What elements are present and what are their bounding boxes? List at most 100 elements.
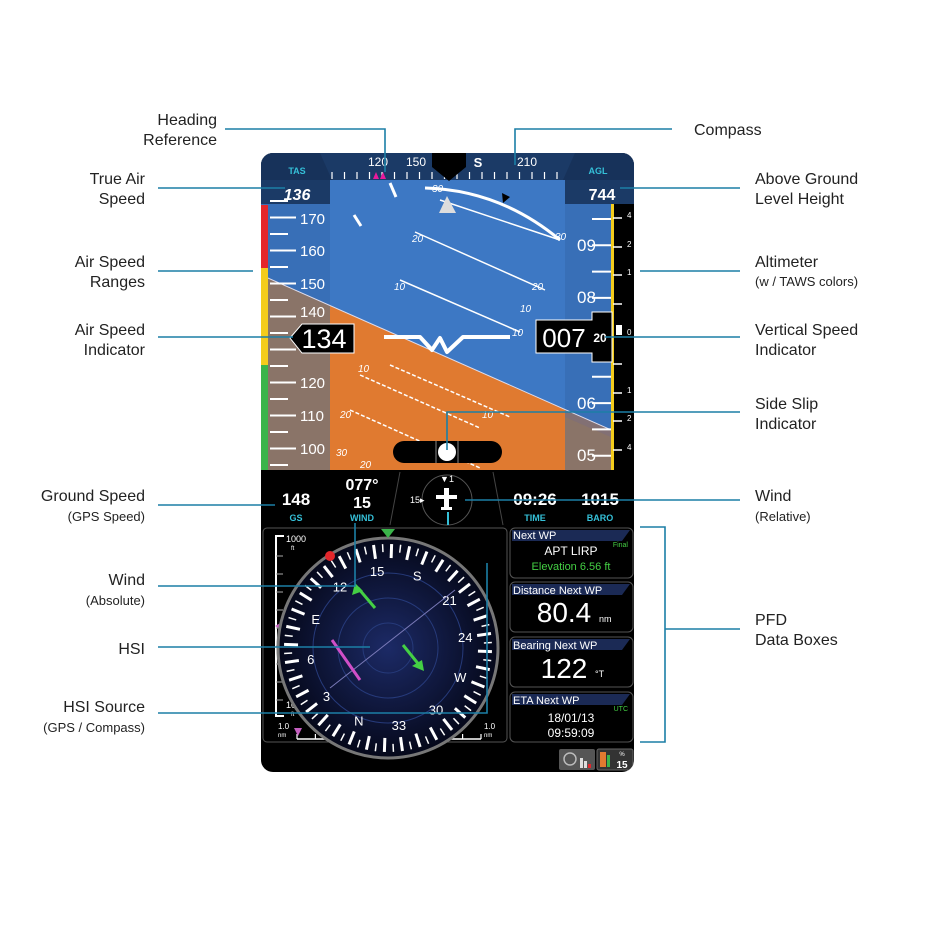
pitch-rung [359, 374, 481, 429]
compass-tick [291, 607, 306, 616]
box-title: Bearing Next WP [513, 640, 597, 652]
compass-tick [354, 548, 362, 563]
compass-tick [457, 582, 471, 594]
compass-tick [305, 702, 319, 714]
compass-tick [337, 555, 348, 570]
box-2: Bearing Next WP 122 °T [509, 636, 634, 688]
callout-altimeter: Altimeter [755, 254, 819, 271]
vsi-label: 2 [627, 240, 632, 249]
compass-label: 3 [323, 689, 330, 704]
altitude-sub-value: 20 [593, 331, 607, 345]
heading-label: 150 [406, 155, 426, 169]
compass-label: W [454, 670, 467, 685]
speed-label: 110 [300, 408, 324, 425]
compass-tick [442, 717, 454, 731]
slip-ball-icon [438, 443, 456, 461]
vsi-label: 2 [627, 414, 632, 423]
pitch-rung [439, 199, 561, 241]
compass-label: S [413, 569, 422, 584]
course-line [329, 589, 456, 689]
agl-value: 744 [589, 187, 616, 204]
callout-side-slip: Indicator [755, 416, 817, 433]
compass-tick [464, 705, 472, 712]
compass-tick [408, 741, 413, 750]
callout-hsi-source-sub: (GPS / Compass) [43, 720, 145, 735]
pitch-label: 10 [358, 364, 370, 375]
compass-tick [331, 723, 342, 737]
altitude-label: 09 [577, 236, 596, 255]
compass-tick [457, 576, 465, 584]
callout-ground-speed: Ground Speed [41, 488, 145, 505]
vsi-label: 4 [627, 443, 632, 452]
relative-wind-speed: 15▸ [410, 495, 425, 505]
callout-wind-absolute-sub: (Absolute) [86, 593, 145, 608]
scale-top-unit: ft [291, 546, 295, 552]
speed-tape [270, 200, 296, 466]
callout-wind-absolute: Wind [109, 572, 145, 589]
callout-hsi: HSI [118, 641, 145, 658]
vsi-label: 4 [627, 211, 632, 220]
pitch-label: 10 [512, 328, 524, 339]
range-right: 1.0 [484, 722, 496, 731]
callout-compass: Compass [694, 122, 762, 139]
battery-percent-sign: % [619, 752, 625, 758]
heading-bug-red-icon [325, 551, 335, 561]
compass-tick [463, 694, 477, 705]
callout-agl: Above Ground [755, 171, 858, 188]
pitch-label: 10 [482, 410, 494, 421]
compass-tick [300, 699, 308, 706]
heading-marker-icon [381, 529, 395, 538]
compass-tick [340, 733, 346, 742]
wind-arrow-icon [352, 583, 424, 671]
wind-direction: 077° [345, 477, 378, 494]
vsi-label: 0 [627, 328, 632, 337]
compass-tick [468, 590, 476, 597]
compass-tick [324, 724, 331, 732]
baro-label: BARO [587, 513, 614, 523]
box-title: Distance Next WP [513, 585, 602, 597]
pitch-rung [399, 279, 521, 333]
airspeed-readout [289, 323, 355, 354]
compass-tick [288, 674, 303, 682]
compass-tick [356, 739, 361, 748]
battery-icon [596, 748, 634, 771]
compass-tick [439, 728, 446, 736]
compass-tick [285, 624, 301, 631]
range-right-unit: nm [484, 733, 492, 739]
pitch-rung [389, 364, 511, 418]
callout-vsi: Vertical Speed [755, 322, 858, 339]
compass-label: 6 [307, 652, 314, 667]
compass-tick [291, 684, 300, 690]
compass-tick [466, 597, 481, 608]
compass-tick [347, 730, 356, 745]
heading-label: 120 [368, 155, 388, 169]
pitch-label: 10 [394, 282, 406, 293]
range-marker-icon [294, 728, 302, 736]
compass-tick [284, 659, 300, 664]
speed-range-red [261, 205, 268, 268]
ground-speed-label: GS [289, 513, 302, 523]
callout-agl: Level Height [755, 191, 845, 208]
compass-label: 33 [392, 718, 406, 733]
pitch-label: 30 [555, 232, 567, 243]
box-unit: nm [599, 614, 612, 624]
pitch-rung [414, 231, 546, 291]
roll-pointer [439, 196, 456, 213]
pitch-label: 20 [339, 410, 352, 421]
vsi-label: 1 [627, 268, 632, 277]
callout-heading-reference: Heading [157, 112, 217, 129]
compass-label: 30 [429, 702, 443, 717]
pitch-label: 20 [359, 460, 372, 471]
agl-label: AGL [589, 166, 609, 176]
speed-label: 170 [300, 211, 325, 228]
callout-pfd-data-boxes: PFD [755, 612, 787, 629]
box-badge: UTC [614, 706, 628, 713]
compass-tick [476, 606, 485, 612]
box-title: ETA Next WP [513, 695, 579, 707]
compass-tick [405, 545, 412, 561]
box-unit: °T [595, 669, 605, 679]
box-line1: APT LIRP [544, 544, 597, 558]
